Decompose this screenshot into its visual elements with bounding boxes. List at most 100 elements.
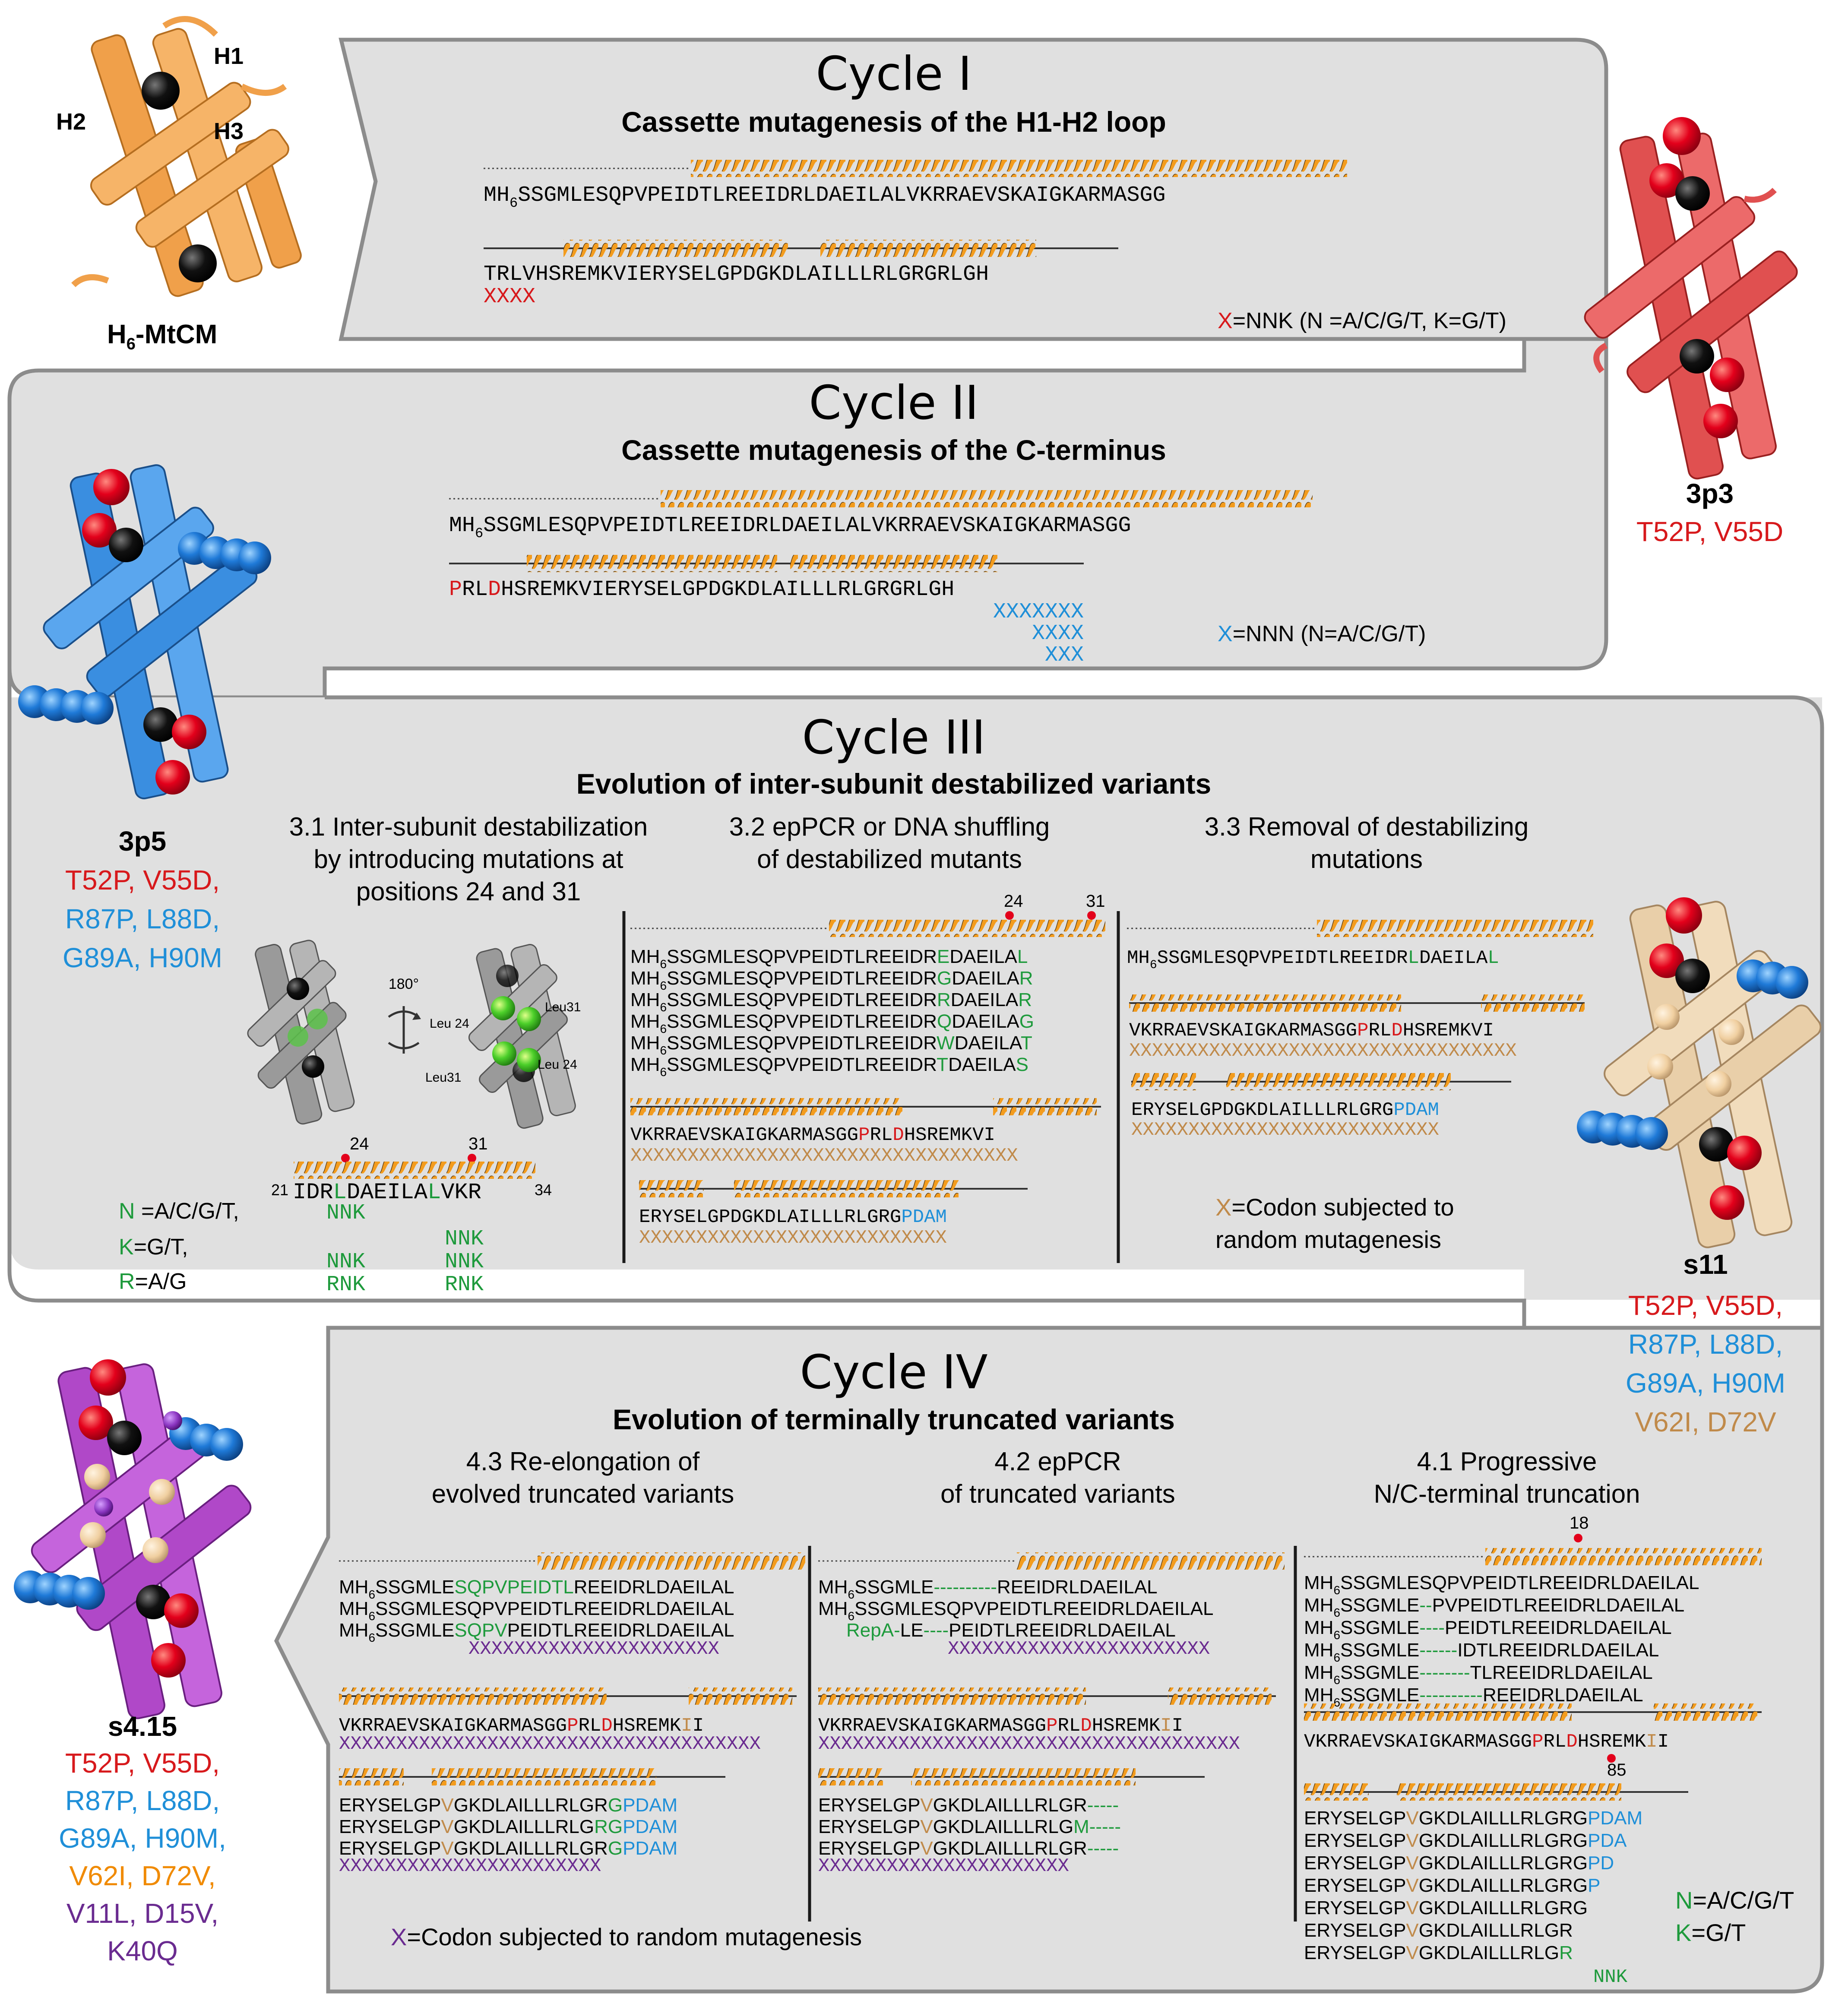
svg-text:85: 85 (1607, 1760, 1626, 1779)
svg-text:R87P, L88D,: R87P, L88D, (1628, 1329, 1783, 1360)
svg-text:IDRLDAEILALVKR: IDRLDAEILALVKR (293, 1180, 481, 1205)
sequence-row: MH6SSGMLESQPVPEIDTLREEIDRTDAEILAS (630, 1054, 1028, 1079)
variant-3p3-name: 3p3 (1686, 478, 1734, 509)
svg-text:by introducing mutations at: by introducing mutations at (313, 845, 623, 874)
cycle3-section-3-3-sequences: MH6SSGMLESQPVPEIDTLREEIDRLDAEILAL VKRRAE… (1127, 920, 1593, 1253)
cycle3-grey-structures: 180° Leu 24 Leu31 Leu31 Leu 24 (247, 940, 581, 1129)
svg-text:3.2 epPCR or DNA shuffling: 3.2 epPCR or DNA shuffling (729, 812, 1050, 841)
leu31-label: Leu31 (545, 1000, 581, 1014)
cycle3-section-3-2-heading: 3.2 epPCR or DNA shuffling of destabiliz… (729, 812, 1050, 874)
svg-text:MH6SSGMLESQPVPEIDTLREEIDRLDAEI: MH6SSGMLESQPVPEIDTLREEIDRLDAEILALVKRRAEV… (449, 513, 1131, 541)
sequence-row: MH6SSGMLESQPVPEIDTLREEIDRLDAEILAL (339, 1620, 734, 1644)
green-sphere-icon (491, 996, 515, 1020)
leu24-label: Leu 24 (538, 1057, 577, 1072)
svg-text:31: 31 (468, 1134, 488, 1153)
svg-text:T52P, V55D,: T52P, V55D, (65, 1748, 220, 1779)
sequence-row: MH6SSGMLESQPVPEIDTLREEIDRRDAEILAR (630, 989, 1032, 1014)
svg-text:s11: s11 (1683, 1249, 1728, 1280)
sequence-row: MH6SSGMLESQPVPEIDTLREEIDRQDAEILAG (630, 1011, 1034, 1035)
sequence-row: ERYSELGPVGKDLAILLLRLGRGPDAM (339, 1838, 677, 1859)
cycle4-panel (274, 1326, 1824, 1994)
svg-text:ERYSELGPDGKDLAILLLRLGRGPDAM: ERYSELGPDGKDLAILLLRLGRGPDAM (639, 1206, 947, 1228)
cycle1-x-marks: XXXX (484, 285, 535, 309)
svg-text:N =A/C/G/T,: N =A/C/G/T, (119, 1199, 239, 1224)
leu31-label: Leu31 (425, 1070, 461, 1085)
label-h3: H3 (214, 118, 244, 144)
svg-text:VKRRAEVSKAIGKARMASGGPRLDHSREMK: VKRRAEVSKAIGKARMASGGPRLDHSREMKII (339, 1715, 704, 1737)
cycle2-x-row: XXXX (1032, 621, 1084, 646)
svg-text:31: 31 (1086, 892, 1105, 911)
sequence-row: MH6SSGMLESQPVPEIDTLREEIDRLDAEILAL (818, 1598, 1213, 1623)
blue-spheres-icon (81, 692, 114, 725)
cycle4-section-4-3-sequences: MH6SSGMLESQPVPEIDTLREEIDRLDAEILALMH6SSGM… (339, 1552, 805, 1877)
svg-text:18: 18 (1570, 1513, 1589, 1532)
cycle2-subtitle: Cassette mutagenesis of the C-terminus (621, 434, 1166, 466)
svg-text:ERYSELGPDGKDLAILLLRLGRGPDAM: ERYSELGPDGKDLAILLLRLGRGPDAM (1131, 1099, 1439, 1121)
black-sphere-icon (1675, 176, 1710, 211)
cycle3-section-3-2-sequences: 24 31 MH6SSGMLESQPVPEIDTLREEIDREDAEILALM… (630, 892, 1105, 1249)
label-h1: H1 (214, 43, 244, 69)
red-sphere-icon (1710, 358, 1744, 392)
cycle4-legend: X=Codon subjected to random mutagenesis (391, 1923, 862, 1950)
svg-text:evolved truncated variants: evolved truncated variants (432, 1479, 734, 1508)
cycle1-title: Cycle I (816, 47, 971, 101)
svg-text:positions 24 and 31: positions 24 and 31 (356, 877, 581, 906)
green-sphere-icon (517, 1048, 541, 1072)
sequence-row: MH6SSGMLE----------REEIDRLDAEILAL (818, 1577, 1158, 1601)
svg-text:mutations: mutations (1310, 845, 1423, 874)
sequence-row: ERYSELGPVGKDLAILLLRLGR----- (818, 1838, 1119, 1859)
cycle2-title: Cycle II (809, 376, 978, 430)
svg-text:XXXXXXXXXXXXXXXXXXXXXXXXXXXXXX: XXXXXXXXXXXXXXXXXXXXXXXXXXXXXXXXXX (1129, 1040, 1517, 1062)
red-sphere-icon (93, 469, 130, 505)
cycle4-subtitle: Evolution of terminally truncated varian… (613, 1403, 1175, 1435)
blue-spheres-icon (238, 541, 271, 574)
cycle2-seq1: MH6SSGMLESQPVPEIDTLREEIDRLDAEILALVKRRAEV… (449, 490, 1313, 541)
svg-text:R87P, L88D,: R87P, L88D, (65, 903, 220, 934)
cycle3-section-3-1-heading: 3.1 Inter-subunit destabilization by int… (289, 812, 648, 906)
variant-s4-15-structure (14, 1359, 252, 1719)
sequence-row: MH6SSGMLESQPVPEIDTLREEIDRGDAEILAR (630, 968, 1033, 992)
svg-text:T52P, V55D,: T52P, V55D, (1628, 1290, 1783, 1321)
sequence-row: ERYSELGPVGKDLAILLLRLGRG (1304, 1897, 1588, 1919)
svg-text:NNK: NNK (445, 1227, 484, 1251)
sequence-row: ERYSELGPVGKDLAILLLRLGRGPDAM (1304, 1808, 1642, 1829)
sequence-row: MH6SSGMLESQPVPEIDTLREEIDRLDAEILAL (339, 1577, 734, 1601)
label-h2: H2 (56, 109, 86, 135)
sequence-row: MH6SSGMLE------IDTLREEIDRLDAEILAL (1304, 1640, 1659, 1664)
svg-text:VKRRAEVSKAIGKARMASGGPRLDHSREMK: VKRRAEVSKAIGKARMASGGPRLDHSREMKVI (630, 1124, 995, 1146)
svg-text:R=A/G: R=A/G (119, 1269, 187, 1294)
variant-s4-15-label: s4.15 T52P, V55D, R87P, L88D, G89A, H90M… (59, 1711, 226, 1966)
svg-text:random mutagenesis: random mutagenesis (1215, 1226, 1441, 1253)
sequence-row: ERYSELGPVGKDLAILLLRLGR (1304, 1942, 1573, 1963)
black-sphere-icon (1680, 339, 1714, 374)
svg-text:XXXXXXXXXXXXXXXXXXXXXXX: XXXXXXXXXXXXXXXXXXXXXXX (948, 1638, 1210, 1660)
cycle3-fragment-21-34: 24 31 21 IDRLDAEILALVKR 34 NNK NNK NNK N… (271, 1134, 552, 1297)
sequence-row: ERYSELGPVGKDLAILLLRLGR (1304, 1920, 1573, 1941)
red-sphere-icon (1703, 404, 1738, 438)
black-sphere-icon (287, 978, 309, 1000)
h6-mtcm-label: H6-MtCM (107, 320, 217, 353)
sequence-row: RepA-LE----PEIDTLREEIDRLDAEILAL (846, 1620, 1176, 1641)
svg-text:VKRRAEVSKAIGKARMASGGPRLDHSREMK: VKRRAEVSKAIGKARMASGGPRLDHSREMKII (1304, 1731, 1669, 1753)
svg-text:21: 21 (271, 1181, 288, 1199)
svg-text:34: 34 (535, 1181, 552, 1199)
svg-text:XXXXXXXXXXXXXXXXXXXXXXXXXXXXXX: XXXXXXXXXXXXXXXXXXXXXXXXXXXXXXXXXXXXX (818, 1733, 1240, 1755)
svg-text:V11L, D15V,: V11L, D15V, (66, 1898, 218, 1929)
svg-text:RNK: RNK (445, 1273, 484, 1297)
svg-text:T52P, V55D,: T52P, V55D, (65, 864, 220, 896)
cycle4-section-4-1-heading: 4.1 Progressive (1417, 1447, 1597, 1476)
rotation-label: 180° (389, 976, 419, 992)
svg-text:VKRRAEVSKAIGKARMASGGPRLDHSREMK: VKRRAEVSKAIGKARMASGGPRLDHSREMKII (818, 1715, 1183, 1737)
cycle4-section-4-2-heading: 4.2 epPCR (994, 1447, 1121, 1476)
cycle4-section-4-1-sequences: 18 MH6SSGMLESQPVPEIDTLREEIDRLDAEILALMH6S… (1304, 1513, 1794, 1988)
svg-text:XXXXXXXXXXXXXXXXXXXXXX: XXXXXXXXXXXXXXXXXXXXXX (468, 1638, 719, 1660)
sequence-row: ERYSELGPVGKDLAILLLRLGRGPDA (1304, 1830, 1627, 1851)
cycle1-seq2: TRLVHSREMKVIERYSELGPDGKDLAILLLRLGRGRLGH … (484, 240, 1118, 309)
svg-text:VKRRAEVSKAIGKARMASGGPRLDHSREMK: VKRRAEVSKAIGKARMASGGPRLDHSREMKVI (1129, 1020, 1494, 1042)
svg-text:R87P, L88D,: R87P, L88D, (65, 1785, 220, 1816)
svg-text:3.3 Removal of destabilizing: 3.3 Removal of destabilizing (1205, 812, 1528, 841)
sequence-row: MH6SSGMLESQPVPEIDTLREEIDRLDAEILAL (339, 1598, 734, 1623)
variant-s11-label: s11 T52P, V55D, R87P, L88D, G89A, H90M V… (1626, 1249, 1785, 1437)
svg-text:3p5: 3p5 (119, 826, 166, 857)
svg-text:MH6SSGMLESQPVPEIDTLREEIDRLDAEI: MH6SSGMLESQPVPEIDTLREEIDRLDAEILAL (1127, 947, 1499, 972)
